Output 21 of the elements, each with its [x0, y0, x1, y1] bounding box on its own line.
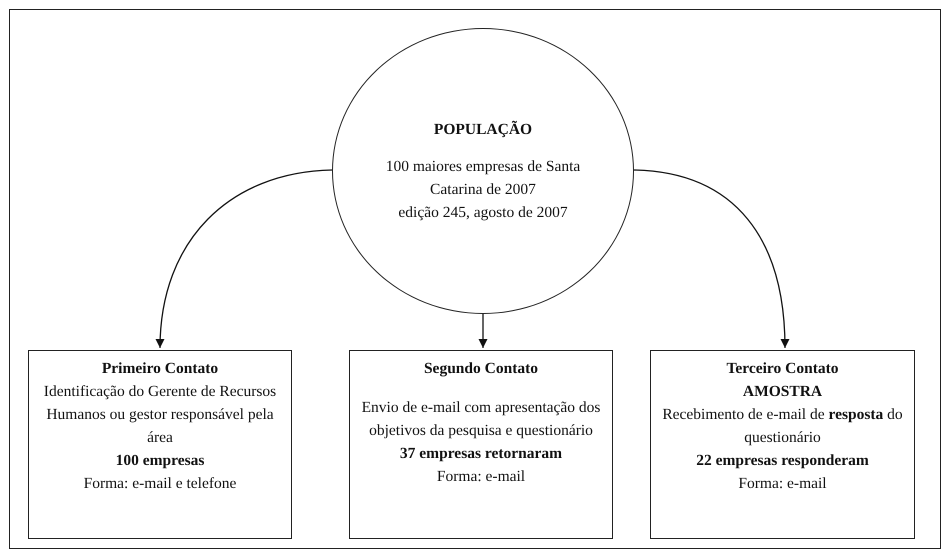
arrow [634, 169, 790, 348]
process-box [349, 350, 613, 539]
node-text: 22 empresas responderam [696, 451, 869, 471]
node-text: 37 empresas retornaram [400, 444, 562, 464]
arrow [478, 314, 488, 348]
node-heading: POPULAÇÃO [434, 120, 532, 140]
node-heading: Segundo Contato [424, 359, 538, 379]
node-text: Envio de e-mail com apresentação dos objetivos da pesquisa e questionário [360, 398, 602, 441]
node-text: 100 empresas [116, 451, 204, 471]
process-box [28, 350, 292, 539]
node-text: Identificação do Gerente de Recursos Humanos ou gestor responsável pela área [42, 382, 278, 448]
arrow [156, 169, 332, 348]
node-heading: Primeiro Contato [102, 359, 218, 379]
node-text: edição 245, agosto de 2007 [398, 203, 568, 223]
node-text: Forma: e-mail e telefone [84, 474, 236, 494]
node-text: AMOSTRA [742, 382, 822, 402]
node-text: Forma: e-mail [738, 474, 827, 494]
process-box [650, 350, 915, 539]
node-text: Forma: e-mail [436, 467, 526, 487]
node-text: Recebimento de e-mail de resposta do questionário [661, 405, 904, 448]
node-heading: Terceiro Contato [726, 359, 839, 379]
